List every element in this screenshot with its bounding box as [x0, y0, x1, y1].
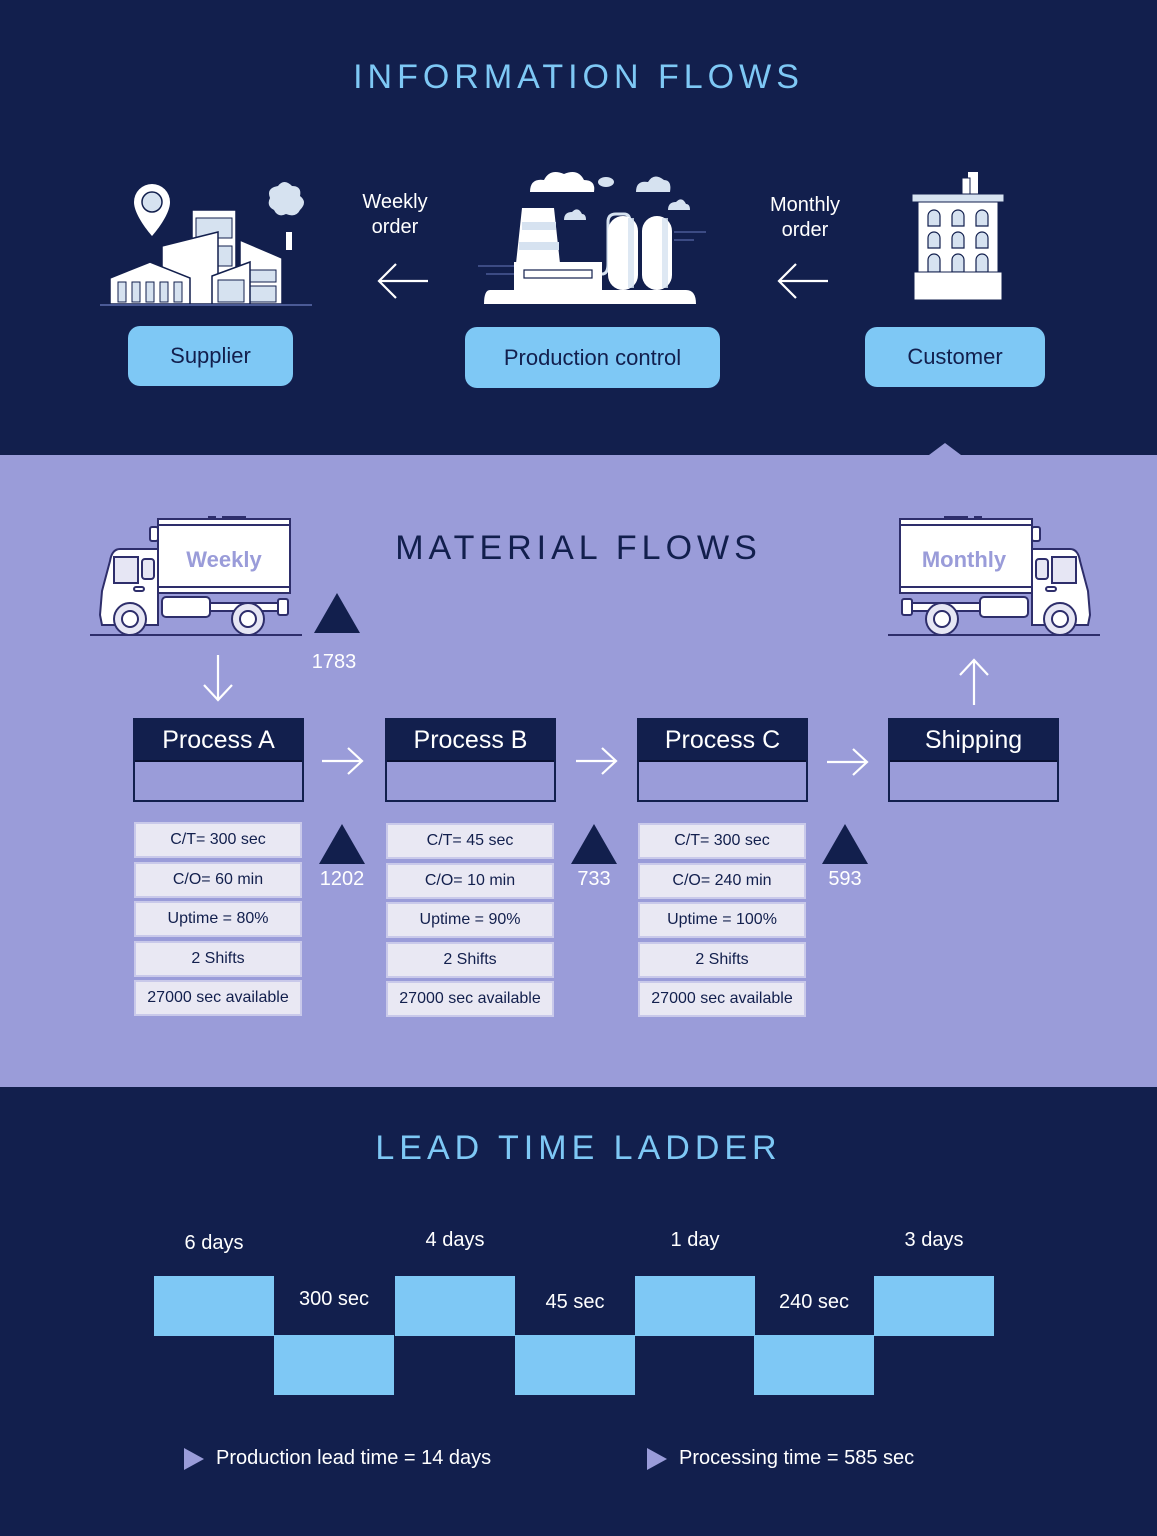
arrow-right-icon [576, 747, 618, 775]
process-a-box[interactable]: Process A [133, 718, 304, 802]
office-building-icon [911, 172, 1005, 301]
ladder-upper-block [154, 1276, 274, 1336]
inventory-triangle-icon [571, 824, 617, 864]
section-notch-up [929, 443, 961, 455]
arrow-down-icon [203, 655, 233, 702]
shifts-cell: 2 Shifts [638, 941, 806, 978]
process-c-data: C/T= 300 sec C/O= 240 min Uptime = 100% … [638, 823, 806, 1021]
changeover-cell: C/O= 10 min [386, 862, 554, 899]
production-lead-time-text: Production lead time = 14 days [216, 1447, 492, 1469]
weekly-truck-label: Weekly [186, 547, 262, 572]
monthly-order-line1: Monthly [769, 194, 841, 216]
available-time-cell: 27000 sec available [386, 981, 554, 1017]
available-time-cell: 27000 sec available [134, 980, 302, 1016]
shifts-cell: 2 Shifts [134, 940, 302, 977]
ladder-wait-label: 1 day [670, 1229, 720, 1251]
inventory-triangle-icon [319, 824, 365, 864]
ladder-upper-block [395, 1276, 515, 1336]
ladder-upper-block [635, 1276, 755, 1336]
lead-time-ladder-title: LEAD TIME LADDER [375, 1129, 782, 1167]
inventory-triangle-icon [314, 593, 360, 633]
processing-time-text: Processing time = 585 sec [679, 1447, 915, 1469]
arrow-up-icon [959, 658, 989, 705]
shipping-title: Shipping [890, 720, 1057, 762]
arrow-left-icon [377, 263, 428, 299]
play-bullet-icon [184, 1447, 204, 1470]
arrow-right-icon [827, 748, 869, 776]
available-time-cell: 27000 sec available [638, 981, 806, 1017]
process-a-data: C/T= 300 sec C/O= 60 min Uptime = 80% 2 … [134, 822, 302, 1020]
monthly-order-line2: order [781, 219, 829, 241]
shifts-cell: 2 Shifts [386, 941, 554, 978]
ladder-lower-block [754, 1335, 874, 1395]
information-flows-title: INFORMATION FLOWS [353, 58, 804, 96]
information-flows-section: INFORMATION FLOWS Supplier Weekly ord [0, 0, 1157, 455]
weekly-order-line2: order [371, 216, 419, 238]
changeover-cell: C/O= 60 min [134, 861, 302, 898]
ladder-lower-block [274, 1335, 394, 1395]
process-b-title: Process B [387, 720, 554, 762]
arrow-right-icon [322, 747, 364, 775]
ladder-wait-label: 4 days [425, 1229, 485, 1251]
process-b-data: C/T= 45 sec C/O= 10 min Uptime = 90% 2 S… [386, 823, 554, 1021]
ladder-upper-block [874, 1276, 994, 1336]
lead-time-ladder-section: LEAD TIME LADDER 6 days 4 days 1 day 3 d… [0, 1087, 1157, 1536]
process-c-box[interactable]: Process C [637, 718, 808, 802]
uptime-cell: Uptime = 100% [638, 902, 806, 938]
monthly-order-label: Monthly order [755, 193, 855, 243]
play-bullet-icon [647, 1447, 667, 1470]
shipping-box[interactable]: Shipping [888, 718, 1059, 802]
ladder-lower-block [515, 1335, 635, 1395]
inventory-count: 733 [577, 868, 611, 890]
ladder-process-label: 240 sec [778, 1291, 850, 1313]
cycle-time-cell: C/T= 300 sec [134, 822, 302, 858]
inventory-count: 1202 [319, 868, 365, 890]
weekly-truck-icon: Weekly [90, 516, 302, 636]
production-control-button[interactable]: Production control [465, 327, 720, 388]
uptime-cell: Uptime = 90% [386, 902, 554, 938]
factory-buildings-icon [100, 182, 312, 306]
material-flows-title: MATERIAL FLOWS [395, 529, 762, 567]
customer-button[interactable]: Customer [865, 327, 1045, 387]
process-c-title: Process C [639, 720, 806, 762]
inventory-count: 1783 [311, 651, 357, 673]
cycle-time-cell: C/T= 300 sec [638, 823, 806, 859]
inventory-count: 593 [828, 868, 862, 890]
ladder-wait-label: 3 days [904, 1229, 964, 1251]
process-b-box[interactable]: Process B [385, 718, 556, 802]
cycle-time-cell: C/T= 45 sec [386, 823, 554, 859]
inventory-triangle-icon [822, 824, 868, 864]
material-flows-section: MATERIAL FLOWS Weekly [0, 455, 1157, 1087]
weekly-order-line1: Weekly [362, 191, 428, 213]
uptime-cell: Uptime = 80% [134, 901, 302, 937]
supplier-button[interactable]: Supplier [128, 326, 293, 386]
production-lead-time-summary: Production lead time = 14 days [184, 1447, 491, 1470]
industrial-plant-icon [478, 172, 706, 304]
ladder-process-label: 45 sec [545, 1291, 605, 1313]
changeover-cell: C/O= 240 min [638, 862, 806, 899]
monthly-truck-label: Monthly [922, 547, 1007, 572]
weekly-order-label: Weekly order [345, 190, 445, 240]
process-a-title: Process A [135, 720, 302, 762]
ladder-process-label: 300 sec [298, 1288, 370, 1310]
processing-time-summary: Processing time = 585 sec [647, 1447, 914, 1470]
ladder-wait-label: 6 days [184, 1232, 244, 1254]
arrow-left-icon [777, 263, 828, 299]
monthly-truck-icon: Monthly [888, 516, 1100, 636]
